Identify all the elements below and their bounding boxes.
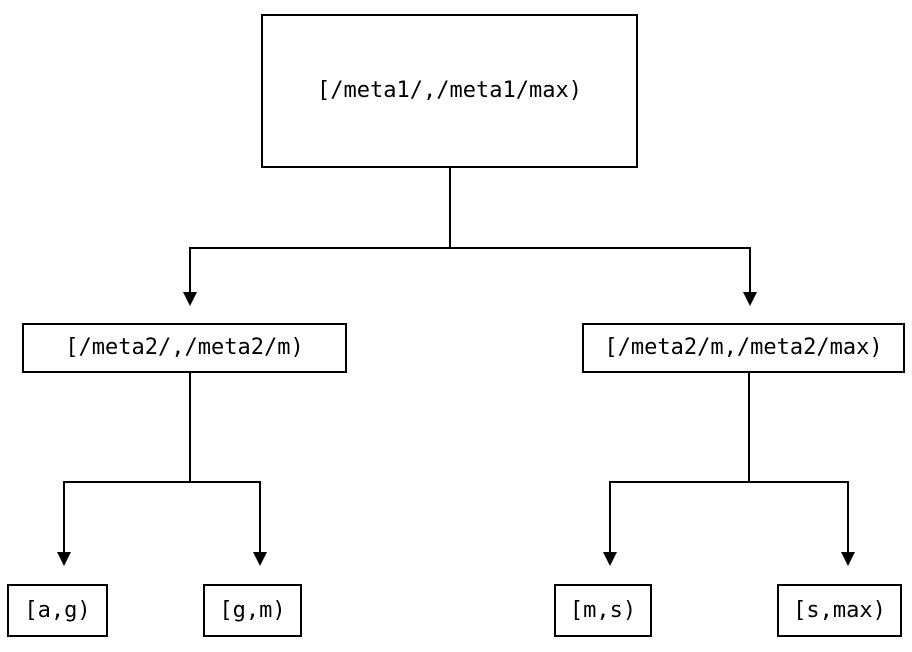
edge-left-to-leaf-gm-line	[259, 481, 261, 553]
leaf-node-m-s: [m,s)	[554, 584, 652, 637]
leaf-node-g-m: [g,m)	[203, 584, 302, 637]
node-label: [/meta2/m,/meta2/max)	[604, 335, 883, 360]
node-label: [/meta2/,/meta2/m)	[65, 335, 304, 360]
arrowhead-to-leaf-ag-icon	[57, 552, 71, 566]
edge-right-stem-line	[748, 373, 750, 483]
edge-root-to-right-line	[749, 247, 751, 293]
edge-right-to-leaf-smax-line	[847, 481, 849, 553]
node-label: [s,max)	[793, 597, 886, 623]
edge-left-stem-line	[189, 373, 191, 483]
node-label: [m,s)	[569, 597, 637, 623]
edge-left-branch-line	[63, 481, 261, 483]
edge-right-branch-line	[609, 481, 849, 483]
edge-root-stem-line	[449, 168, 451, 248]
leaf-node-s-max: [s,max)	[777, 584, 902, 637]
edge-root-branch-line	[189, 247, 751, 249]
node-meta2-upper-range: [/meta2/m,/meta2/max)	[582, 323, 905, 373]
edge-root-to-left-line	[189, 247, 191, 293]
arrowhead-to-leaf-ms-icon	[603, 552, 617, 566]
node-root-meta1-range: [/meta1/,/meta1/max)	[261, 14, 638, 168]
arrowhead-to-leaf-gm-icon	[253, 552, 267, 566]
node-label: [g,m)	[219, 597, 286, 623]
edge-left-to-leaf-ag-line	[63, 481, 65, 553]
arrowhead-to-leaf-smax-icon	[841, 552, 855, 566]
leaf-node-a-g: [a,g)	[7, 584, 108, 637]
node-label: [a,g)	[24, 597, 91, 623]
node-label: [/meta1/,/meta1/max)	[317, 78, 582, 103]
edge-right-to-leaf-ms-line	[609, 481, 611, 553]
arrowhead-to-left-node-icon	[183, 292, 197, 306]
arrowhead-to-right-node-icon	[743, 292, 757, 306]
node-meta2-lower-range: [/meta2/,/meta2/m)	[22, 323, 347, 373]
